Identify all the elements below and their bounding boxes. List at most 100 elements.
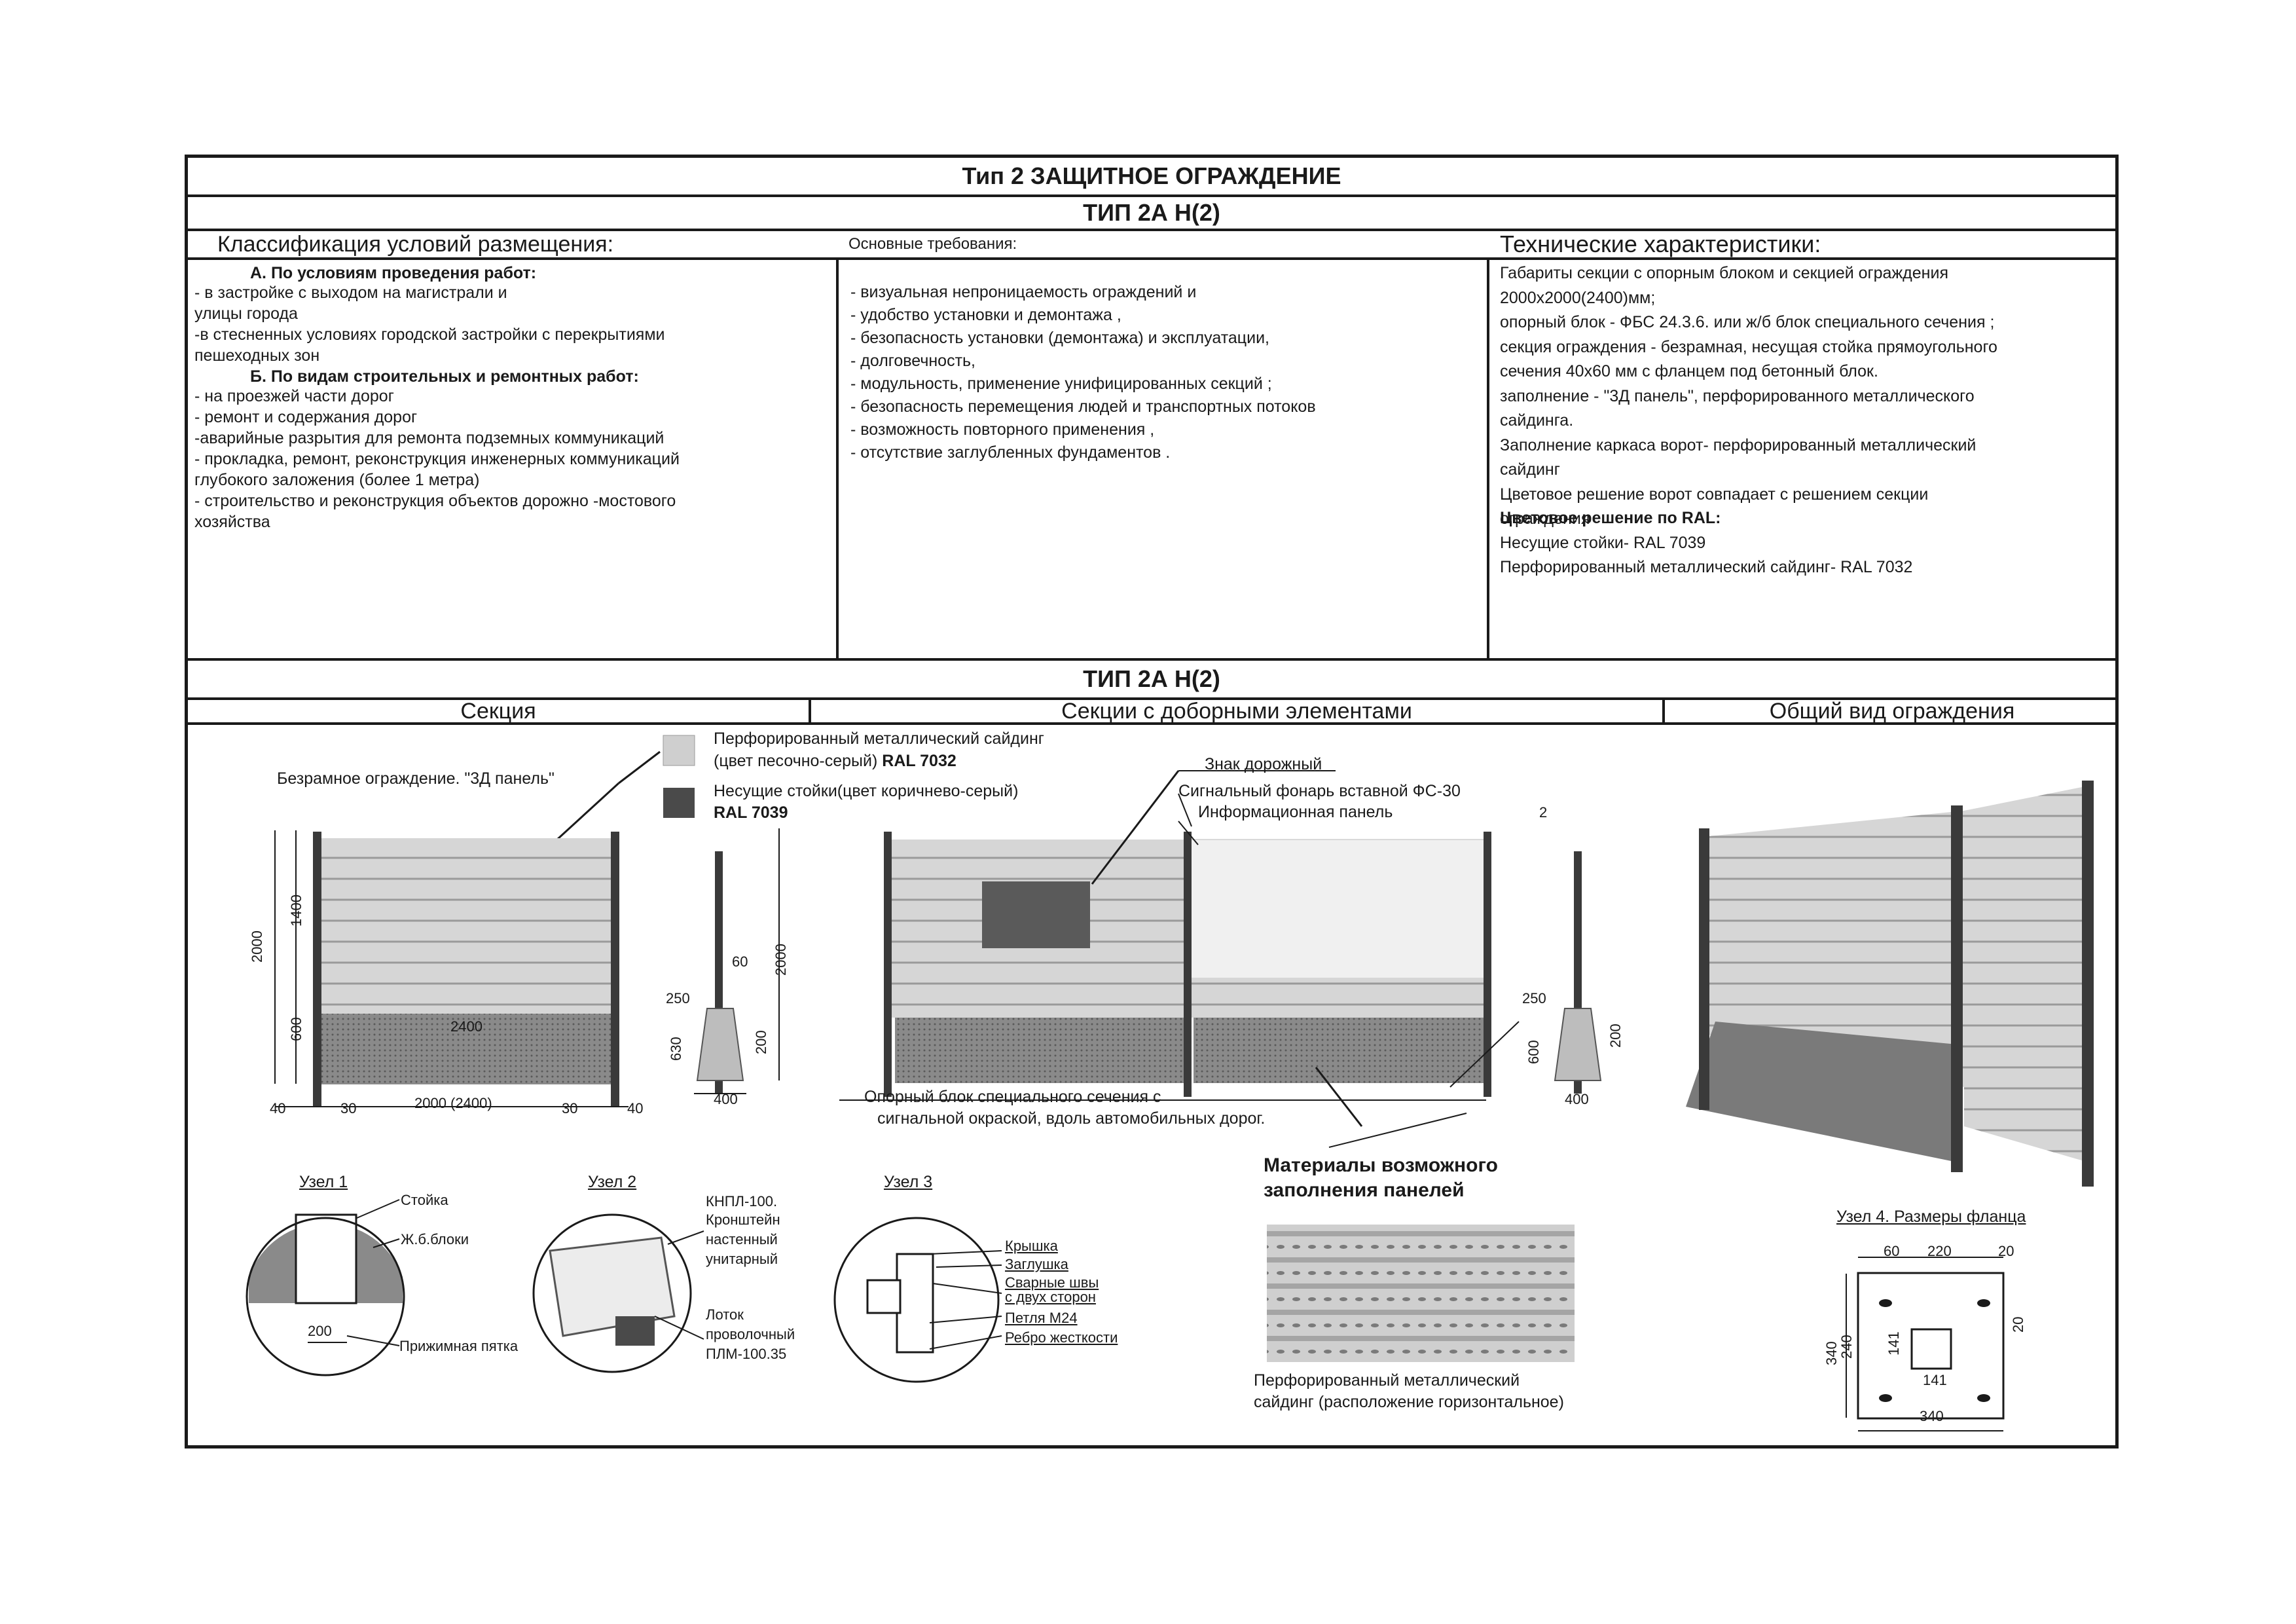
node3-label-b: Заглушка bbox=[1005, 1256, 1068, 1272]
dim-2000-profile: 2000 bbox=[773, 944, 789, 976]
dim-40-left: 40 bbox=[270, 1100, 286, 1116]
perspective-post2 bbox=[1951, 805, 1963, 1172]
node4-dim-60: 60 bbox=[1884, 1243, 1900, 1259]
node4-dim-220: 220 bbox=[1927, 1243, 1952, 1259]
node1-dim: 200 bbox=[308, 1323, 332, 1339]
node4-dim-240: 240 bbox=[1838, 1335, 1855, 1359]
node2-label-g: ПЛМ-100.35 bbox=[706, 1346, 787, 1362]
frameless-label: Безрамное ограждение. "3Д панель" bbox=[277, 769, 555, 788]
support-block-line1: Опорный блок специального сечения с bbox=[864, 1088, 1161, 1106]
classification-a-items: - в застройке с выходом на магистрали и … bbox=[194, 284, 665, 365]
perspective-panel-right bbox=[1964, 786, 2088, 1162]
flange-post bbox=[1910, 1328, 1952, 1370]
section2-post1 bbox=[884, 832, 892, 1097]
drawing-sheet: Тип 2 ЗАЩИТНОЕ ОГРАЖДЕНИЕ ТИП 2А Н(2) Кл… bbox=[185, 155, 2119, 1449]
perspective-post3 bbox=[2082, 781, 2094, 1187]
node2-label-d: унитарный bbox=[706, 1251, 778, 1267]
legend-swatch-siding bbox=[663, 735, 695, 766]
node3-post bbox=[896, 1253, 934, 1354]
node4-dim-141b: 141 bbox=[1923, 1372, 1947, 1388]
node4-dim-20: 20 bbox=[1998, 1243, 2014, 1259]
section2-post3 bbox=[1484, 832, 1491, 1097]
classification-a-title: А. По условиям проведения работ: bbox=[250, 264, 537, 282]
lamp-label: Сигнальный фонарь вставной ФС-30 bbox=[1178, 782, 1461, 800]
section2-title: ТИП 2А Н(2) bbox=[1083, 665, 1220, 692]
section2-col1: Секция bbox=[460, 698, 536, 724]
main-title: Тип 2 ЗАЩИТНОЕ ОГРАЖДЕНИЕ bbox=[962, 162, 1341, 189]
dim-400: 400 bbox=[714, 1091, 738, 1107]
node4-title: Узел 4. Размеры фланца bbox=[1836, 1208, 2026, 1226]
support-block-line2: сигнальной окраской, вдоль автомобильных… bbox=[877, 1109, 1266, 1128]
node2-mark: 2 bbox=[1539, 804, 1548, 821]
node1-post bbox=[295, 1213, 357, 1304]
node3-rib bbox=[866, 1279, 902, 1314]
dim-2400: 2400 bbox=[450, 1018, 483, 1035]
legend-swatch-post bbox=[663, 788, 695, 818]
section2-post2 bbox=[1184, 832, 1192, 1097]
node2-label-c: настенный bbox=[706, 1231, 778, 1247]
legend1-line1: Перфорированный металлический сайдинг bbox=[714, 729, 1044, 748]
subtitle: ТИП 2А Н(2) bbox=[1083, 199, 1220, 226]
section2-block-right bbox=[1194, 1018, 1484, 1083]
requirements-head: Основные требования: bbox=[848, 235, 1017, 253]
node1-blocks-label: Ж.б.блоки bbox=[401, 1231, 469, 1247]
node1-title: Узел 1 bbox=[299, 1173, 348, 1191]
dim-200: 200 bbox=[753, 1030, 769, 1054]
dim-250-b: 250 bbox=[1522, 990, 1546, 1006]
section2-panel-right-lower bbox=[1187, 978, 1486, 1018]
siding-sample bbox=[1267, 1225, 1575, 1362]
siding-caption-b: сайдинг (расположение горизонтальное) bbox=[1254, 1393, 1564, 1411]
node3-label-e: Петля М24 bbox=[1005, 1310, 1078, 1326]
dim-1400: 1400 bbox=[288, 895, 304, 927]
info-panel bbox=[1186, 839, 1487, 979]
node3-title: Узел 3 bbox=[884, 1173, 933, 1191]
node2-tray bbox=[549, 1236, 676, 1337]
legend2-line1: Несущие стойки(цвет коричнево-серый) bbox=[714, 782, 1019, 800]
requirements-items: - визуальная непроницаемость ограждений … bbox=[850, 283, 1316, 462]
dim-250: 250 bbox=[666, 990, 690, 1006]
divider bbox=[809, 700, 811, 722]
sign-label: Знак дорожный bbox=[1205, 755, 1322, 773]
tech-head: Технические характеристики: bbox=[1500, 231, 1821, 257]
divider bbox=[1487, 260, 1489, 658]
tech-color-items: Несущие стойки- RAL 7039 Перфорированный… bbox=[1500, 534, 1913, 576]
node4-dim-20b: 20 bbox=[2010, 1316, 2026, 1333]
subtitle-row: ТИП 2А Н(2) bbox=[188, 197, 2115, 231]
dim-30-left: 30 bbox=[340, 1100, 357, 1116]
siding-caption-a: Перфорированный металлический bbox=[1254, 1371, 1520, 1390]
dim-600: 600 bbox=[288, 1017, 304, 1041]
section2-block-left bbox=[895, 1018, 1185, 1083]
dim-60: 60 bbox=[732, 953, 748, 970]
section2-col2: Секции с доборными элементами bbox=[1061, 698, 1412, 724]
dim-2000: 2000 bbox=[249, 931, 265, 963]
section-post-right bbox=[611, 832, 619, 1107]
section-panel bbox=[319, 838, 611, 1015]
road-sign bbox=[982, 881, 1090, 948]
profile2-block bbox=[1554, 1008, 1602, 1081]
section-post-left bbox=[313, 832, 321, 1107]
node2-label-a: КНПЛ-100. bbox=[706, 1193, 778, 1209]
tech-items: Габариты секции с опорным блоком и секци… bbox=[1500, 264, 1997, 528]
dim-width: 2000 (2400) bbox=[414, 1095, 492, 1111]
classification-head: Классификация условий размещения: bbox=[217, 231, 614, 257]
node1-circle bbox=[246, 1217, 405, 1376]
section2-cols-row: Секция Секции с доборными элементами Общ… bbox=[188, 698, 2115, 725]
perspective-block bbox=[1686, 1022, 1958, 1162]
dim-600-b: 600 bbox=[1525, 1040, 1542, 1064]
dim-200-b: 200 bbox=[1607, 1024, 1624, 1048]
section2-title-row: ТИП 2А Н(2) bbox=[188, 661, 2115, 700]
node2-title: Узел 2 bbox=[588, 1173, 637, 1191]
legend1-line2: (цвет песочно-серый) RAL 7032 bbox=[714, 752, 957, 770]
perspective-panel-left bbox=[1702, 811, 1964, 1087]
section-block bbox=[319, 1014, 611, 1084]
node4-dim-141: 141 bbox=[1886, 1331, 1902, 1356]
node1-heel-label: Прижимная пятка bbox=[399, 1338, 519, 1354]
main-title-row: Тип 2 ЗАЩИТНОЕ ОГРАЖДЕНИЕ bbox=[188, 158, 2115, 197]
tech-color-title: Цветовое решение по RAL: bbox=[1500, 509, 1721, 527]
node3-label-f: Ребро жесткости bbox=[1005, 1329, 1118, 1346]
profile-block bbox=[696, 1008, 744, 1081]
classification-b-items: - на проезжей части дорог - ремонт и сод… bbox=[194, 387, 680, 531]
section2-col3: Общий вид ограждения bbox=[1769, 698, 2015, 724]
node3-label-d: с двух сторон bbox=[1005, 1289, 1096, 1305]
